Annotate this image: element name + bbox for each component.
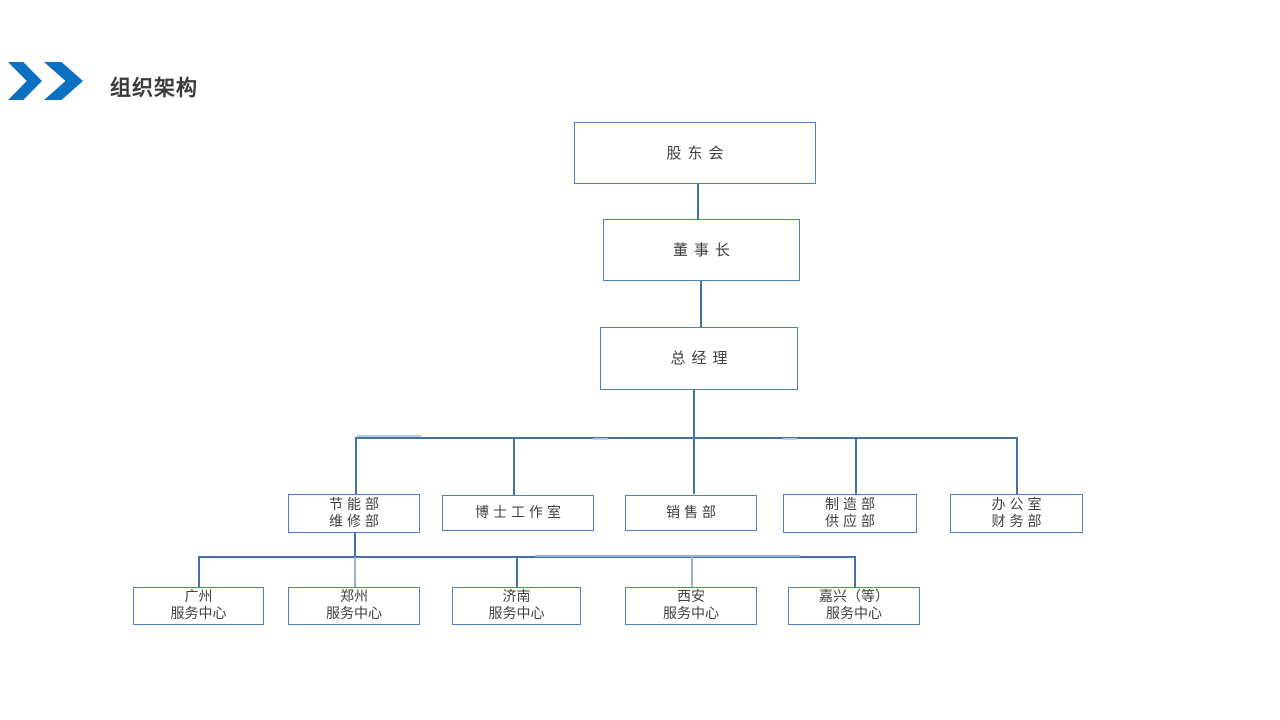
org-node-label: 财务部 xyxy=(991,513,1046,530)
org-node-manufacturing-supply: 制造部 供应部 xyxy=(783,494,917,533)
org-node-label: 办公室 xyxy=(991,496,1046,513)
org-node-label: 供应部 xyxy=(825,513,879,530)
connector-highlight xyxy=(593,438,608,440)
org-node-general-manager: 总经理 xyxy=(600,327,798,390)
connector-shareholders-chairman xyxy=(697,184,699,219)
org-node-energy-maintenance: 节能部 维修部 xyxy=(288,494,420,533)
org-node-jiaxing-center: 嘉兴（等） 服务中心 xyxy=(788,587,920,625)
org-node-label: 董事长 xyxy=(672,240,736,259)
org-node-zhengzhou-center: 郑州 服务中心 xyxy=(288,587,420,625)
org-node-label: 嘉兴（等） xyxy=(819,589,889,605)
connector-departments-bus xyxy=(355,437,1017,439)
connector-drop-doctor-studio xyxy=(513,437,515,495)
connector-light-drop-xian xyxy=(691,557,693,587)
connector-drop-guangzhou xyxy=(198,556,200,587)
connector-centers-bus xyxy=(198,556,855,558)
connector-chairman-gm xyxy=(700,281,702,327)
org-node-label: 济南 xyxy=(502,589,531,605)
org-node-xian-center: 西安 服务中心 xyxy=(625,587,757,625)
org-node-label: 制造部 xyxy=(825,496,879,513)
connector-gm-sales xyxy=(693,390,695,494)
org-node-jinan-center: 济南 服务中心 xyxy=(452,587,581,625)
connector-light-drop-zhengzhou xyxy=(354,557,356,587)
org-node-label: 服务中心 xyxy=(170,606,227,622)
connector-drop-jiaxing xyxy=(854,556,856,587)
org-node-label: 服务中心 xyxy=(326,606,382,622)
org-node-chairman: 董事长 xyxy=(603,219,800,281)
org-node-label: 销售部 xyxy=(666,504,720,521)
org-node-label: 服务中心 xyxy=(663,606,719,622)
org-node-label: 总经理 xyxy=(670,349,734,367)
org-node-guangzhou-center: 广州 服务中心 xyxy=(133,587,264,625)
org-node-doctor-studio: 博士工作室 xyxy=(442,495,594,531)
connector-drop-jinan xyxy=(516,556,518,587)
org-node-shareholders: 股东会 xyxy=(574,122,816,184)
org-node-label: 服务中心 xyxy=(488,606,545,622)
org-node-label: 股东会 xyxy=(666,143,730,162)
org-node-label: 广州 xyxy=(184,589,213,605)
chevron-right-icon xyxy=(44,62,83,100)
connector-highlight xyxy=(357,435,421,437)
chevron-right-icon xyxy=(8,62,42,100)
org-node-label: 西安 xyxy=(677,589,705,605)
connector-highlight xyxy=(783,438,797,440)
org-node-label: 博士工作室 xyxy=(475,504,565,521)
connector-drop-office xyxy=(1016,437,1018,494)
org-node-label: 服务中心 xyxy=(826,606,882,622)
connector-light-centers-bus xyxy=(535,555,800,557)
org-node-label: 郑州 xyxy=(340,589,368,605)
org-node-sales: 销售部 xyxy=(625,495,757,531)
connector-drop-manufacturing xyxy=(855,437,857,494)
org-node-label: 节能部 xyxy=(329,496,383,513)
org-node-label: 维修部 xyxy=(329,513,383,530)
connector-drop-energy xyxy=(355,437,357,494)
org-node-office-finance: 办公室 财务部 xyxy=(950,494,1083,533)
page-title: 组织架构 xyxy=(110,76,198,100)
